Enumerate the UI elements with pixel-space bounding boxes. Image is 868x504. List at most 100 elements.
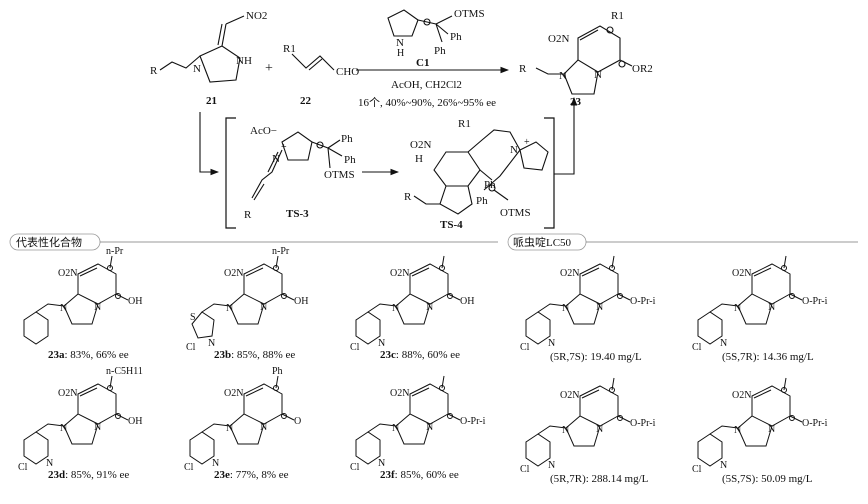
n-label-2: N — [94, 302, 101, 313]
lc50-value: : 288.14 mg/L — [586, 473, 649, 485]
catalyst-c1 — [387, 9, 453, 43]
ts3-ph-label-1: Ph — [341, 133, 353, 145]
ph-label-1: Ph — [450, 31, 462, 43]
lc50-value: : 50.09 mg/L — [755, 473, 812, 485]
ts4-ph-label-1: Ph — [484, 179, 496, 191]
pyridine-n-label: N — [548, 338, 555, 349]
s-label: S — [190, 312, 196, 323]
ts4-h-label: H — [415, 153, 423, 165]
n-label-1: N — [60, 423, 67, 434]
cl-label: Cl — [186, 342, 196, 353]
compound-yield: : 77%, 8% ee — [230, 469, 289, 481]
product-code: 23 — [570, 96, 582, 108]
lc50-caption: (5S,7S): 50.09 mg/L — [722, 473, 813, 485]
lc50-value: : 14.36 mg/L — [757, 351, 814, 363]
ts4-r1-label: R1 — [458, 118, 471, 130]
section-right-title: 哌虫啶LC50 — [513, 235, 572, 249]
compound-caption: 23a: 83%, 66% ee — [48, 349, 129, 361]
n-label-2: N — [260, 422, 267, 433]
conditions-2: 16个, 40%~90%, 26%~95% ee — [358, 96, 496, 109]
ts4-label: TS-4 — [440, 219, 463, 231]
pyridine-n-label: N — [548, 460, 555, 471]
n-label-2: N — [596, 302, 603, 313]
ts4-plus-label: + — [524, 137, 530, 148]
substituent-label: n-Pr — [106, 246, 124, 257]
ts4-ph-label-2: Ph — [476, 195, 488, 207]
o2n-label: O2N — [560, 268, 579, 279]
o2n-label: O2N — [224, 268, 243, 279]
lc50-caption: (5R,7S): 19.40 mg/L — [550, 351, 642, 363]
n-label-1: N — [562, 425, 569, 436]
tail-label: OH — [294, 296, 308, 307]
pyridine-n-label: N — [46, 458, 53, 469]
compound-yield: : 88%, 60% ee — [396, 349, 460, 361]
compound-caption: 23e: 77%, 8% ee — [214, 469, 289, 481]
section-right-header: 哌虫啶LC50 — [507, 233, 858, 251]
cl-label: Cl — [520, 464, 530, 475]
n-label-1: N — [226, 423, 233, 434]
n-label-1: N — [734, 425, 741, 436]
compound-code: 23f — [380, 469, 395, 481]
compound-code: 23a — [48, 349, 65, 361]
substituent-label: n-Pr — [272, 246, 290, 257]
cho-label: CHO — [336, 66, 359, 78]
tail-label: O-Pr-i — [630, 296, 656, 307]
section-left-title: 代表性化合物 — [16, 235, 82, 249]
ts3-r-label: R — [244, 209, 252, 221]
ts3-n-label: N — [272, 153, 280, 165]
compound-yield: : 85%, 60% ee — [395, 469, 459, 481]
compound-code: 23d — [48, 469, 65, 481]
ph-label-2: Ph — [434, 45, 446, 57]
cl-label: Cl — [350, 342, 360, 353]
n-label-1: N — [392, 303, 399, 314]
n-label-2: N — [768, 302, 775, 313]
thiazole-n-label: N — [208, 338, 215, 349]
cl-label: Cl — [520, 342, 530, 353]
cl-label: Cl — [184, 462, 194, 473]
tail-label: O — [294, 416, 301, 427]
bracket-left — [225, 117, 236, 229]
catalyst-h-label: H — [397, 48, 404, 59]
ts4-r-label: R — [404, 191, 412, 203]
tail-label: OH — [460, 296, 474, 307]
tail-label: O-Pr-i — [802, 418, 828, 429]
product-n1-label: N — [559, 70, 567, 82]
tail-label: O-Pr-i — [460, 416, 486, 427]
plus-sign: + — [265, 61, 273, 76]
pyridine-n-label: N — [378, 338, 385, 349]
substituent-label: Ph — [272, 366, 283, 377]
n-label-2: N — [260, 302, 267, 313]
catalyst-n-label: N — [396, 37, 404, 49]
n-label-2: N — [94, 422, 101, 433]
n-label-2: N — [596, 424, 603, 435]
o2n-label: O2N — [390, 388, 409, 399]
conditions-1: AcOH, CH2Cl2 — [391, 79, 462, 91]
tail-label: O-Pr-i — [802, 296, 828, 307]
cl-label: Cl — [18, 462, 28, 473]
product-n2-label: N — [594, 69, 602, 81]
catalyst-code: C1 — [416, 57, 429, 69]
o2n-label: O2N — [390, 268, 409, 279]
n-label-1: N — [226, 303, 233, 314]
lc50-value: : 19.40 mg/L — [585, 351, 642, 363]
product-r1-label: R1 — [611, 10, 624, 22]
n-label-2: N — [426, 422, 433, 433]
pyridine-n-label: N — [720, 460, 727, 471]
compound-caption: 23d: 85%, 91% ee — [48, 469, 129, 481]
compound-code: 23b — [214, 349, 231, 361]
otms-label: OTMS — [454, 8, 485, 20]
ts4-n-label: N — [510, 144, 518, 156]
compound-yield: : 85%, 88% ee — [231, 349, 295, 361]
nh-label: NH — [236, 55, 252, 67]
o2n-label: O2N — [58, 268, 77, 279]
lc50-caption: (5S,7R): 14.36 mg/L — [722, 351, 814, 363]
n-label: N — [193, 63, 201, 75]
